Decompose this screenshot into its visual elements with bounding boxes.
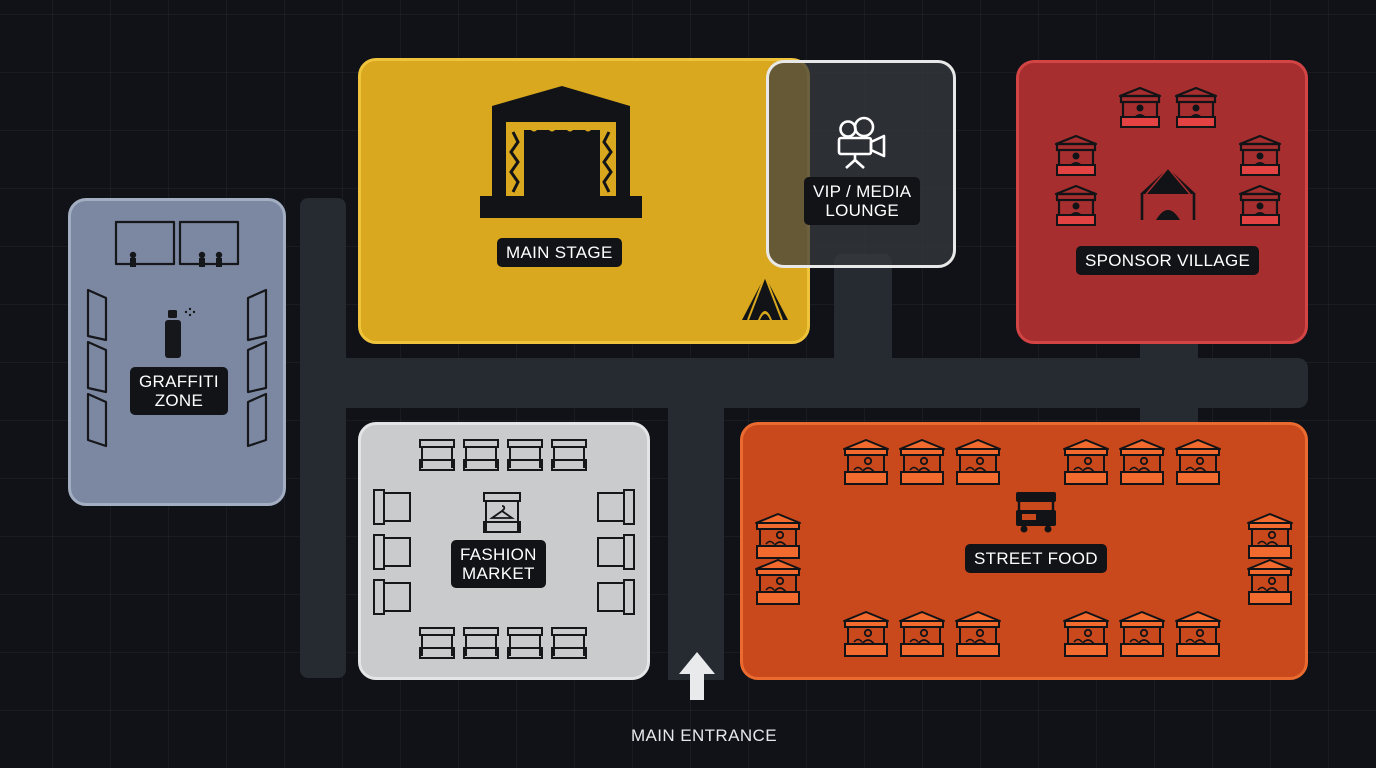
main-entrance-label: MAIN ENTRANCE	[631, 726, 777, 745]
pathway-west	[300, 198, 346, 678]
stage-icon	[480, 86, 642, 218]
pathway-vip-connector	[834, 254, 892, 384]
street-food-label: STREET FOOD	[965, 544, 1107, 573]
sponsor-village-label: SPONSOR VILLAGE	[1076, 246, 1260, 275]
vip-media-lounge-label: VIP / MEDIA LOUNGE	[804, 177, 921, 225]
pathway-sponsor-connector	[1140, 330, 1198, 430]
clothing-hanger-stall-icon	[483, 492, 521, 533]
tent-icon	[742, 275, 788, 321]
fashion-market-label: FASHION MARKET	[451, 540, 546, 588]
film-camera-icon	[837, 116, 886, 169]
graffiti-zone-label: GRAFFITI ZONE	[130, 367, 228, 415]
spray-can-icon	[165, 307, 196, 358]
sponsor-village-zone[interactable]	[1016, 60, 1308, 344]
entrance-arrow-icon	[679, 652, 715, 700]
main-stage-label: MAIN STAGE	[497, 238, 622, 267]
pathway-entrance	[668, 380, 724, 680]
food-cart-icon	[1016, 492, 1056, 533]
street-food-zone[interactable]	[740, 422, 1308, 680]
